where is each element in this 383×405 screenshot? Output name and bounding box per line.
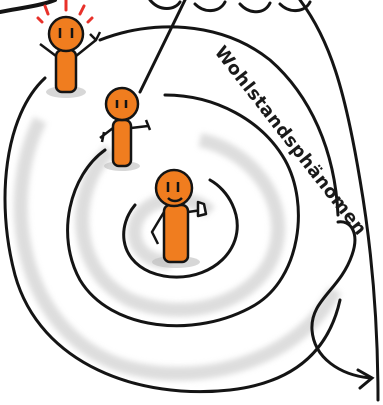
arrow-head bbox=[358, 370, 372, 388]
figure-content bbox=[152, 170, 206, 268]
figure-alarmed bbox=[40, 17, 100, 98]
hanging-line bbox=[140, 0, 185, 92]
top-cloud bbox=[150, 0, 310, 12]
